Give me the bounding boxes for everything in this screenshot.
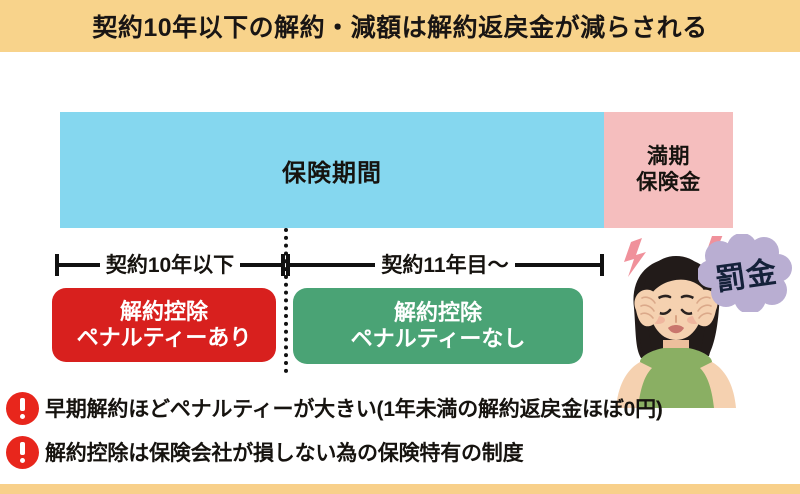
footer-band	[0, 484, 800, 494]
measure-right-rule-end	[514, 263, 601, 267]
timeline-bar: 保険期間 満期 保険金	[60, 112, 733, 228]
measure-left-start-cap	[55, 254, 59, 276]
left-hand	[634, 289, 661, 327]
measure-right-label: 契約11年目～	[381, 253, 509, 277]
right-hand	[691, 289, 718, 327]
measure-left-end-cap	[281, 254, 286, 276]
left-arm	[616, 362, 652, 408]
fine-badge: 罰金	[697, 233, 794, 314]
penalty-no-line1: 解約控除	[393, 300, 482, 326]
bullet-list: 早期解約ほどペナルティーが大きい(1年未満の解約返戻金ほぼ0円) 解約控除は保険…	[6, 386, 796, 474]
maturity-benefit-label-line2: 保険金	[636, 171, 701, 194]
measure-left-label: 契約10年以下	[105, 253, 235, 277]
exclamation-circle-icon	[6, 391, 39, 425]
period-divider	[284, 228, 288, 373]
right-arm	[700, 362, 736, 408]
penalty-yes-line2: ペナルティーあり	[76, 325, 252, 350]
insurance-period-segment: 保険期間	[60, 112, 604, 228]
measure-right-end-cap	[600, 254, 605, 276]
maturity-benefit-segment: 満期 保険金	[604, 112, 733, 228]
penalty-no-line2: ペナルティーなし	[350, 326, 526, 351]
fine-badge-label: 罰金	[713, 255, 780, 298]
shirt	[636, 348, 716, 408]
measure-left-rule-end	[240, 263, 282, 267]
header-band	[0, 0, 800, 52]
bullet-text-2: 解約控除は保険会社が損しない為の保険特有の制度	[45, 442, 524, 465]
maturity-benefit-label-line1: 満期	[647, 144, 690, 168]
hair-fringe	[643, 256, 710, 298]
penalty-yes-box: 解約控除 ペナルティーあり	[52, 288, 276, 362]
insurance-period-label: 保険期間	[282, 159, 382, 187]
measure-left: 契約10年以下	[55, 248, 286, 282]
measure-right-start-cap	[286, 254, 290, 276]
list-item: 早期解約ほどペナルティーが大きい(1年未満の解約返戻金ほぼ0円)	[6, 386, 796, 430]
list-item: 解約控除は保険会社が損しない為の保険特有の制度	[6, 430, 796, 474]
penalty-no-box: 解約控除 ペナルティーなし	[293, 288, 583, 364]
page-title: 契約10年以下の解約・減額は解約返戻金が減らされる	[92, 14, 708, 42]
penalty-yes-line1: 解約控除	[119, 299, 208, 325]
bullet-text-1: 早期解約ほどペナルティーが大きい(1年未満の解約返戻金ほぼ0円)	[45, 398, 663, 421]
measure-right: 契約11年目～	[286, 248, 605, 282]
exclamation-circle-icon	[6, 435, 39, 469]
cloud-shape	[697, 233, 792, 314]
measure-right-rule-start	[290, 263, 376, 267]
measure-left-rule-start	[59, 263, 100, 267]
